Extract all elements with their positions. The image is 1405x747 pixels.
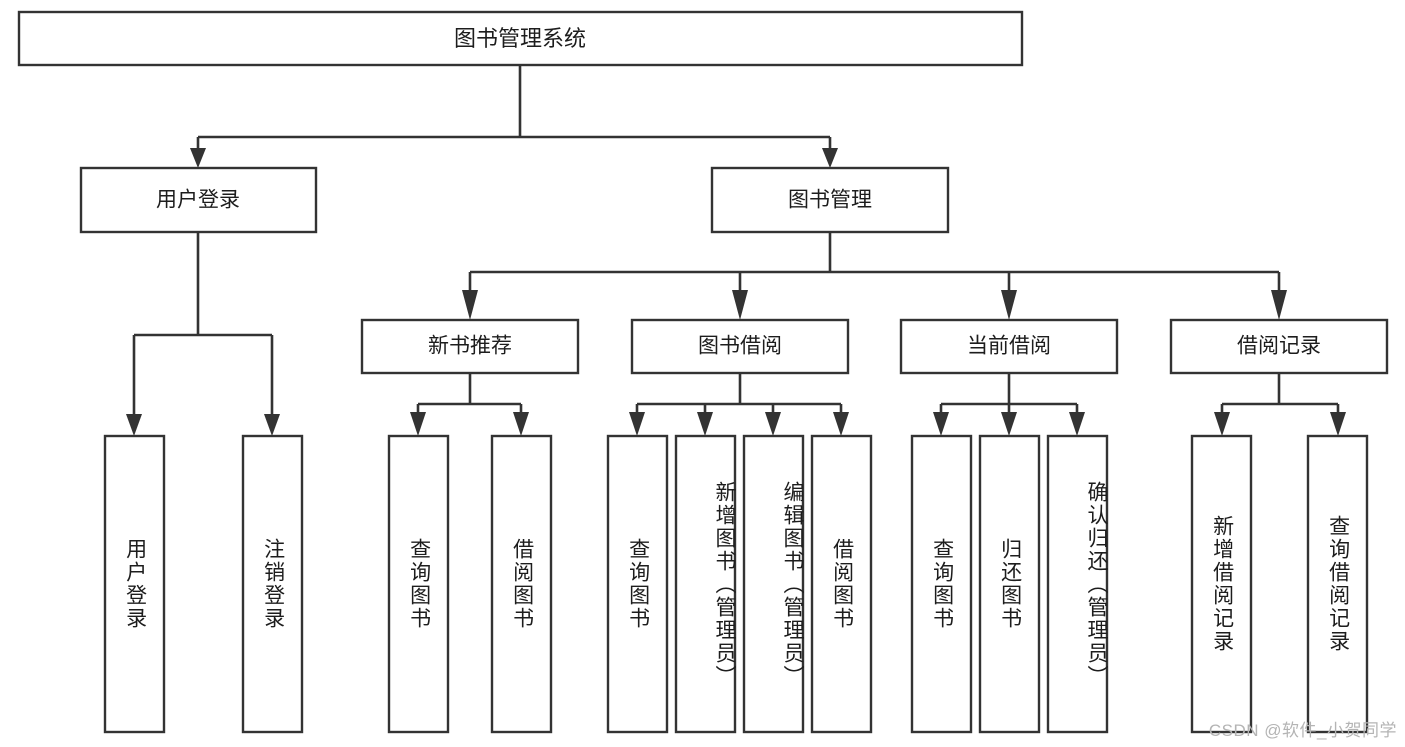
arrow-head-book-borrow — [732, 290, 748, 320]
node-leaf-borrow-book[interactable] — [810, 434, 873, 734]
node-borrow-record-label: 借阅记录 — [1237, 335, 1321, 358]
node-leaf-user-login[interactable] — [103, 434, 166, 734]
arrow-head-leaf-logout — [264, 414, 280, 436]
arrow-head-new-book-rec — [462, 290, 478, 320]
node-leaf-query-book-newbook[interactable] — [387, 434, 450, 734]
node-book-borrow-label: 图书借阅 — [698, 335, 782, 358]
node-root[interactable] — [17, 10, 1024, 67]
node-leaf-query-borrow-record[interactable] — [1306, 434, 1369, 734]
arrow-head-newbook-leaf-1 — [410, 412, 426, 436]
arrow-head-bookborrow-leaf-4 — [833, 412, 849, 436]
arrow-head-user-login — [190, 148, 206, 168]
node-book-manage-label: 图书管理 — [788, 189, 872, 212]
csdn-watermark: CSDN @软件_小贺同学 — [1208, 721, 1397, 740]
node-leaf-add-borrow-record[interactable] — [1190, 434, 1253, 734]
arrow-head-borrow-record — [1271, 290, 1287, 320]
node-leaf-logout-login[interactable] — [241, 434, 304, 734]
node-leaf-query-book-borrow[interactable] — [606, 434, 669, 734]
arrow-head-bookborrow-leaf-2 — [697, 412, 713, 436]
arrow-head-current-borrow — [1001, 290, 1017, 320]
node-layer: 图书管理系统 用户登录 图书管理 新书推荐 图书借阅 当前借阅 借阅记录 — [17, 10, 1389, 734]
node-leaf-confirm-return-admin[interactable] — [1046, 434, 1109, 734]
arrow-head-leaf-user-login — [126, 414, 142, 436]
node-leaf-query-book-current[interactable] — [910, 434, 973, 734]
arrow-head-newbook-leaf-2 — [513, 412, 529, 436]
node-leaf-return-book[interactable] — [978, 434, 1041, 734]
node-current-borrow[interactable] — [899, 318, 1119, 375]
arrow-head-bookborrow-leaf-1 — [629, 412, 645, 436]
arrow-head-book-manage — [822, 148, 838, 168]
node-leaf-add-book-admin[interactable] — [674, 434, 737, 734]
node-leaf-edit-book-admin[interactable] — [742, 434, 805, 734]
node-new-book-recommend-label: 新书推荐 — [428, 335, 512, 358]
node-book-borrow[interactable] — [630, 318, 850, 375]
node-new-book-recommend[interactable] — [360, 318, 580, 375]
arrow-head-borrowrecord-leaf-1 — [1214, 412, 1230, 436]
arrow-head-borrowrecord-leaf-2 — [1330, 412, 1346, 436]
node-current-borrow-label: 当前借阅 — [967, 335, 1051, 358]
arrow-head-currentborrow-leaf-1 — [933, 412, 949, 436]
arrow-head-currentborrow-leaf-2 — [1001, 412, 1017, 436]
node-user-login-label: 用户登录 — [156, 189, 240, 212]
node-book-manage[interactable] — [710, 166, 950, 234]
arrow-head-bookborrow-leaf-3 — [765, 412, 781, 436]
node-root-label: 图书管理系统 — [454, 26, 586, 51]
arrow-head-currentborrow-leaf-3 — [1069, 412, 1085, 436]
connector-layer — [126, 65, 1346, 436]
node-user-login[interactable] — [79, 166, 318, 234]
node-borrow-record[interactable] — [1169, 318, 1389, 375]
node-leaf-borrow-book-newbook[interactable] — [490, 434, 553, 734]
